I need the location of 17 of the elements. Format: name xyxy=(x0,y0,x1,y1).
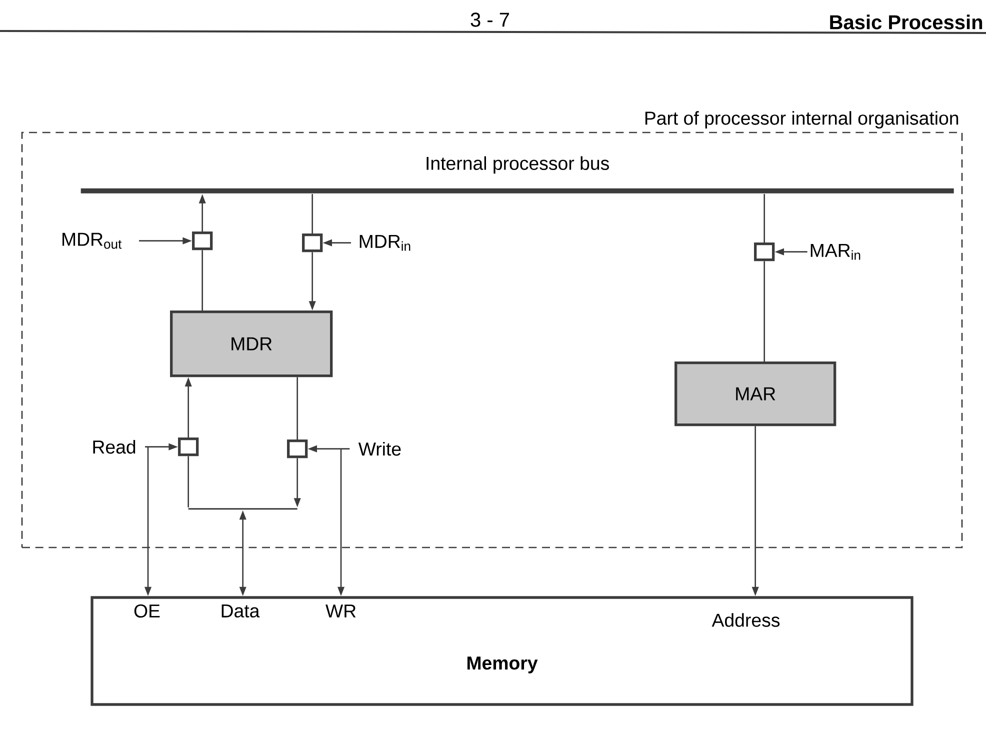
header-text: Basic Processin xyxy=(830,14,982,30)
register-box: MAR xyxy=(674,362,836,426)
node-label: Part of processor internal organisation xyxy=(645,111,958,128)
memory-box: OE Data WR Address Memory xyxy=(90,596,914,706)
header-text: 3 - 7 xyxy=(470,12,509,27)
gate-box xyxy=(192,232,213,250)
register-box: MDR xyxy=(170,310,333,378)
signal-label: MDR$_{out}$ xyxy=(62,232,122,249)
gate-box xyxy=(178,438,199,456)
signal-label: Read xyxy=(93,440,136,454)
bus-line: Internal processor bus xyxy=(80,156,954,194)
gate-box xyxy=(287,440,308,458)
signal-label: MAR$_{in}$ xyxy=(810,244,860,260)
gate-box xyxy=(302,234,323,252)
signal-label: Write xyxy=(358,442,401,456)
signal-label: MDR$_{in}$ xyxy=(360,234,410,251)
gate-box xyxy=(754,242,775,262)
